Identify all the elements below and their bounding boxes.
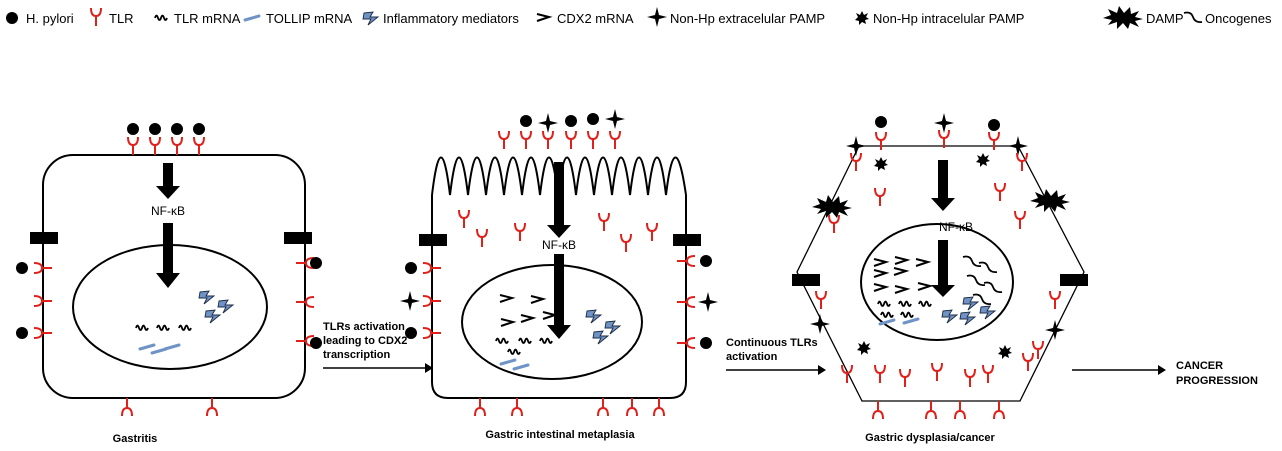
transition-arrow-1: TLRs activation leading to CDX2 transcri…: [323, 321, 433, 373]
damp-icon: [1103, 6, 1143, 29]
legend-tlr-mrna: TLR mRNA: [174, 11, 241, 26]
cell-label: Gastric dysplasia/cancer: [865, 432, 995, 444]
cell-gastritis: NF-κB Gastritis: [16, 123, 322, 445]
legend-non-hp-intra: Non-Hp intracelular PAMP: [873, 11, 1024, 26]
arrow-label: TLRs activation: [323, 321, 405, 333]
legend-damp: DAMP: [1146, 11, 1184, 26]
transition-arrow-3: CANCER PROGRESSION: [1072, 360, 1258, 387]
cell-dysplasia: NF-κB Gastric dysplasia/cancer: [792, 113, 1088, 444]
arrow-label: CANCER: [1176, 360, 1223, 372]
nfkb-label: NF-κB: [151, 204, 185, 218]
legend-non-hp-extra: Non-Hp extracelular PAMP: [670, 11, 825, 26]
arrow-label: transcription: [323, 349, 391, 361]
legend-h-pylori: H. pylori: [26, 11, 74, 26]
cdx2-mrna-icon: [536, 13, 550, 22]
arrow-label: leading to CDX2: [323, 335, 407, 347]
legend-cdx2-mrna: CDX2 mRNA: [557, 11, 634, 26]
tight-junction: [284, 232, 312, 244]
tollip-mrna-icon: [243, 14, 261, 22]
nfkb-label: NF-κB: [542, 238, 576, 252]
legend-tollip-mrna: TOLLIP mRNA: [266, 11, 353, 26]
arrow-label: PROGRESSION: [1176, 375, 1258, 387]
legend-oncogenes: Oncogenes: [1205, 11, 1272, 26]
legend: H. pylori TLR TLR mRNA TOLLIP mRNA Infla…: [6, 6, 1272, 29]
h-pylori-icon: [6, 12, 18, 24]
non-hp-extracellular-pamp-icon: [647, 7, 667, 27]
cell-label: Gastritis: [113, 433, 158, 445]
cell-metaplasia: NF-κB Gastric intestinal metaplasia: [400, 109, 718, 441]
arrow-label: Continuous TLRs: [726, 337, 818, 349]
oncogenes-icon: [1183, 11, 1203, 24]
non-hp-intracellular-pamp-icon: [855, 11, 869, 25]
tlr-icon: [90, 7, 102, 27]
inflammatory-mediators-icon: [362, 11, 379, 26]
transition-arrow-2: Continuous TLRs activation: [726, 337, 826, 375]
cell-label: Gastric intestinal metaplasia: [485, 429, 635, 441]
arrow-label: activation: [726, 351, 778, 363]
legend-inflammatory: Inflammatory mediators: [383, 11, 519, 26]
tlr-mrna-icon: [154, 14, 168, 21]
tight-junction: [30, 232, 58, 244]
legend-tlr: TLR: [109, 11, 134, 26]
nfkb-label: NF-κB: [939, 220, 973, 234]
